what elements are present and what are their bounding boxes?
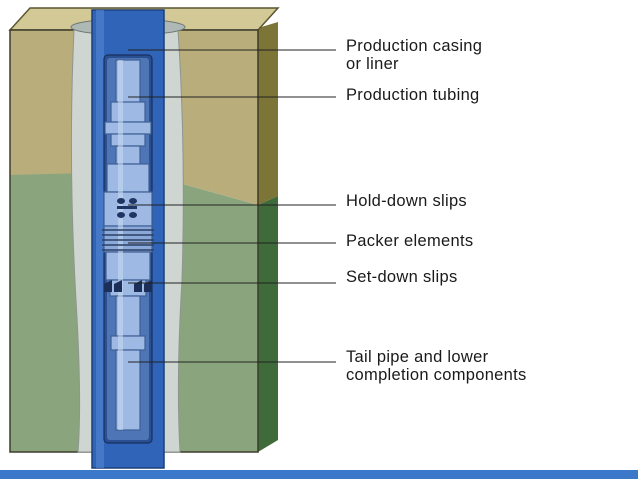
- set-down-slips-label: Set-down slips: [346, 268, 458, 286]
- packer-elements-label: Packer elements: [346, 232, 474, 250]
- lower-formation-side: [258, 196, 278, 452]
- tail-pipe-line-1: Tail pipe and lower: [346, 348, 489, 366]
- formation-boundary: [10, 173, 258, 205]
- tail-pipe-line-2: completion components: [346, 366, 527, 384]
- bottom-bar: [0, 470, 638, 479]
- leader-lines: [128, 49, 336, 363]
- production-casing-line-2: or liner: [346, 55, 399, 73]
- tail-pipe-label: Tail pipe and lower completion component…: [346, 348, 527, 384]
- production-casing-label: Production casing or liner: [346, 37, 482, 73]
- packer-element-rings: [102, 229, 154, 251]
- upper-formation-side: [258, 22, 278, 205]
- casing-highlight: [96, 10, 104, 468]
- hold-down-slip-buttons: [117, 198, 137, 218]
- hold-down-slips-label: Hold-down slips: [346, 192, 467, 210]
- production-casing-line-1: Production casing: [346, 37, 483, 55]
- production-tubing-label: Production tubing: [346, 86, 480, 104]
